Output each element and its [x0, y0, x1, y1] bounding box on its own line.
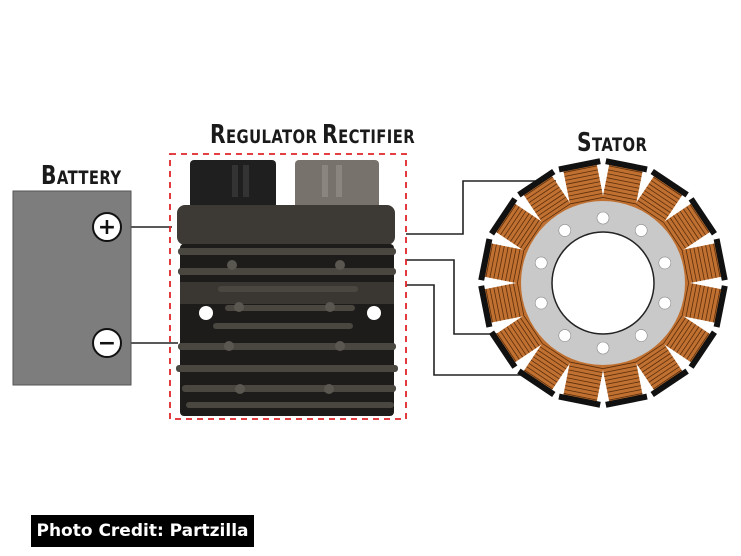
battery-label-rest: ATTERY	[56, 167, 122, 189]
mount-hole-right	[367, 306, 381, 320]
stator-bolt-hole	[558, 224, 572, 237]
stator-center-hole	[551, 231, 655, 335]
rectifier-rest: ECTIFIER	[338, 126, 416, 148]
regulator-rest: EGULATOR	[226, 126, 318, 148]
positive-terminal-icon	[92, 212, 122, 242]
stator-bolt-hole	[534, 296, 548, 310]
stator-bolt-hole	[558, 329, 572, 342]
stator-bolt-hole	[596, 341, 610, 355]
stator-label-rest: TATOR	[592, 134, 648, 156]
wire-phase-1	[406, 180, 556, 235]
regulator-initial: R	[210, 120, 227, 150]
stator-bolt-hole	[658, 256, 672, 270]
wires	[131, 180, 556, 376]
battery-label-initial: B	[41, 161, 57, 191]
mount-hole-left	[199, 306, 213, 320]
wire-phase-3	[406, 284, 540, 376]
photo-credit: Photo Credit: Partzilla	[31, 515, 254, 547]
stator-bolt-hole	[634, 329, 648, 342]
positive-symbol: +	[98, 215, 116, 240]
stator-label: STATOR	[577, 128, 647, 158]
negative-terminal-icon	[92, 328, 122, 358]
regulator-rectifier-label: REGULATOR RECTIFIER	[210, 120, 415, 150]
stator	[478, 158, 728, 408]
stator-bolt-hole	[658, 296, 672, 310]
regulator-top-plate	[177, 205, 395, 245]
stator-bolt-hole	[534, 256, 548, 270]
stator-bolt-hole	[634, 224, 648, 237]
wire-phase-2	[406, 259, 500, 335]
rectifier-initial: R	[322, 120, 339, 150]
stator-label-initial: S	[577, 128, 593, 158]
regulator-rectifier	[169, 153, 407, 420]
battery: + −	[12, 190, 132, 386]
negative-symbol: −	[98, 331, 116, 356]
stator-bolt-hole	[596, 211, 610, 225]
regulator-dashed-outline	[169, 153, 407, 420]
battery-label: BATTERY	[41, 161, 122, 191]
